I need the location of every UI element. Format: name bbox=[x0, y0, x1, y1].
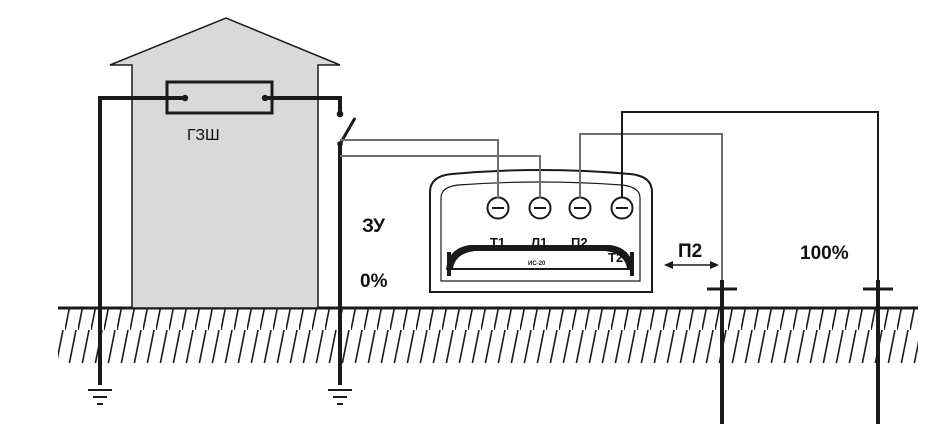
electrode-t2 bbox=[863, 280, 893, 424]
zero-percent-label: 0% bbox=[360, 271, 388, 292]
wire-p2 bbox=[579, 133, 723, 422]
wire-l1 bbox=[340, 155, 541, 198]
wire-t1 bbox=[340, 139, 499, 198]
measurement-wires bbox=[340, 111, 879, 422]
double-arrow-icon bbox=[664, 261, 719, 269]
ground bbox=[58, 306, 918, 363]
hundred-percent-label: 100% bbox=[800, 243, 849, 264]
measuring-instrument bbox=[429, 169, 653, 293]
terminal-p2-label: П2 bbox=[571, 235, 588, 250]
wire-t2 bbox=[621, 111, 879, 422]
switch-icon bbox=[337, 117, 357, 147]
right-ground-conductor bbox=[265, 96, 352, 405]
electrode-p2 bbox=[707, 280, 737, 424]
bus-label: ГЗШ bbox=[187, 127, 220, 144]
meter-model-label: ИС-20 bbox=[528, 261, 546, 267]
earthing-device-label: ЗУ bbox=[362, 216, 385, 237]
terminal-t1-label: Т1 bbox=[490, 235, 505, 250]
probe-distance-label: П2 bbox=[678, 241, 702, 262]
terminal-t2-label: Т2 bbox=[608, 250, 623, 265]
building bbox=[109, 17, 341, 309]
terminal-l1-label: Л1 bbox=[531, 235, 547, 250]
left-ground-conductor bbox=[88, 96, 185, 405]
